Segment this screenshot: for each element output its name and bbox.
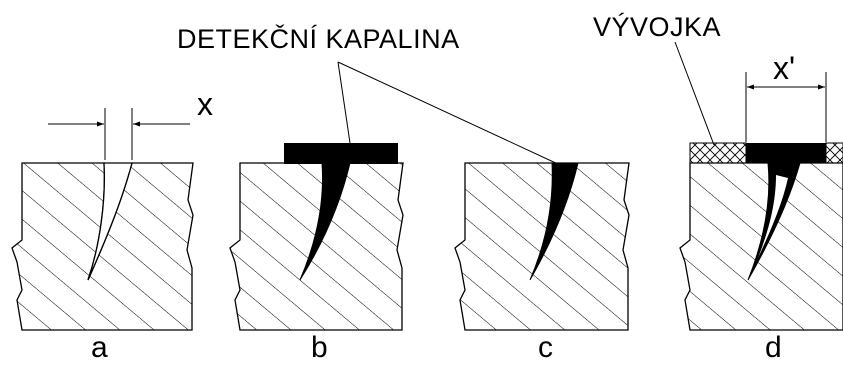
- leader-penetrant-b: [337, 61, 351, 144]
- indication-stain-d: [746, 143, 826, 163]
- panel-label-b: b: [311, 331, 328, 364]
- filled-crack-c: [529, 162, 579, 281]
- developer-layer-right-d: [825, 142, 843, 164]
- penetrant-label: DETEKČNÍ KAPALINA: [177, 24, 460, 54]
- developer-label: VÝVOJKA: [593, 12, 722, 42]
- penetrant-layer-b: [284, 143, 398, 164]
- filled-crack-b: [299, 162, 351, 281]
- panel-label-d: d: [765, 331, 782, 364]
- crack-inner-gap-d: [758, 175, 788, 258]
- dimension-x-prime-label: x': [773, 50, 796, 86]
- crack-a: [87, 162, 133, 281]
- leader-developer: [674, 41, 715, 146]
- panel-label-a: a: [91, 331, 108, 364]
- panel-d: [679, 72, 843, 331]
- panel-label-c: c: [538, 331, 553, 364]
- dimension-x-label: x: [197, 86, 213, 122]
- leader-penetrant-c: [337, 61, 561, 166]
- panel-b: [229, 143, 404, 331]
- panel-c: [454, 162, 630, 331]
- developer-layer-left-d: [689, 142, 747, 164]
- panel-a: [11, 108, 194, 331]
